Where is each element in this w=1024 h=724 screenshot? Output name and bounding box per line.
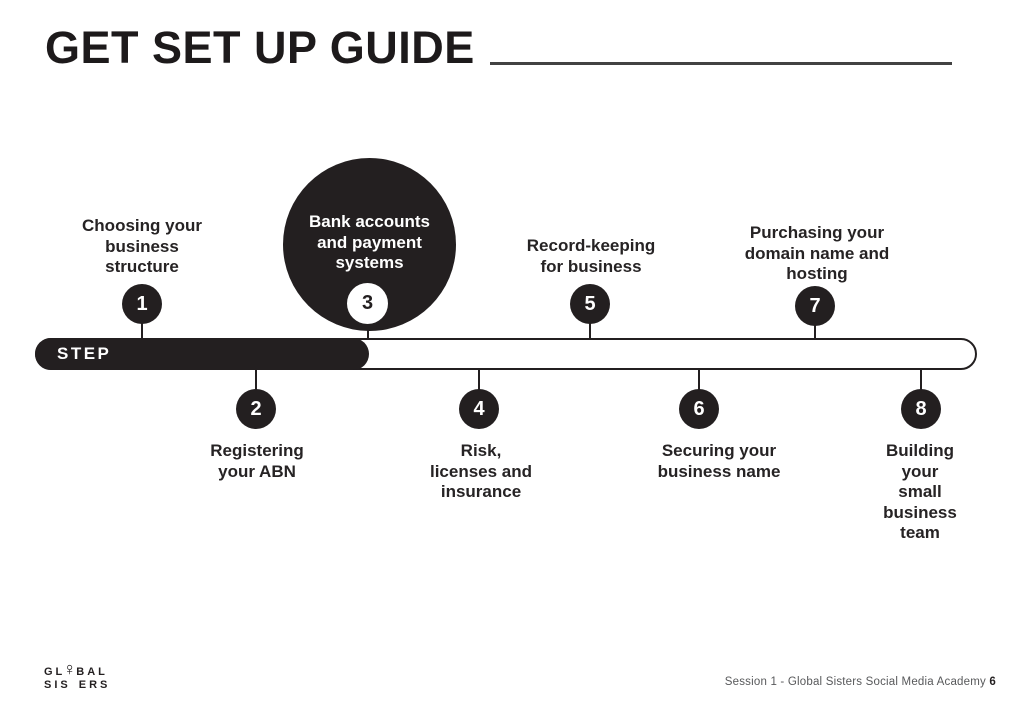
step-3-label: Bank accounts and payment systems bbox=[309, 212, 430, 272]
step-bar-progress: STEP bbox=[35, 338, 369, 370]
step-7-number-badge: 7 bbox=[795, 286, 835, 326]
step-3-connector bbox=[367, 329, 369, 340]
step-1-connector bbox=[141, 323, 143, 340]
step-5-connector bbox=[589, 323, 591, 340]
step-3-highlight-circle: Bank accounts and payment systems 3 bbox=[283, 158, 456, 331]
step-2-number-badge: 2 bbox=[236, 389, 276, 429]
step-5-number-badge: 5 bbox=[570, 284, 610, 324]
footer-session-text: Session 1 - Global Sisters Social Media … bbox=[724, 676, 996, 688]
step-8-number-badge: 8 bbox=[901, 389, 941, 429]
step-1-number-badge: 1 bbox=[122, 284, 162, 324]
step-5-label: Record-keeping for business bbox=[526, 236, 656, 276]
step-7-connector bbox=[814, 325, 816, 340]
female-symbol-icon: ♀ bbox=[63, 659, 77, 679]
step-4-label: Risk, licenses and insurance bbox=[429, 441, 533, 501]
step-2-label: Registering your ABN bbox=[210, 441, 304, 481]
step-8-label: Building your small business team bbox=[883, 441, 957, 542]
title-underline bbox=[490, 62, 952, 65]
step-4-number-badge: 4 bbox=[459, 389, 499, 429]
step-bar-label: STEP bbox=[57, 344, 112, 363]
step-2-connector bbox=[255, 369, 257, 390]
step-3-number-badge: 3 bbox=[347, 283, 388, 324]
step-8-connector bbox=[920, 369, 922, 390]
page-title: GET SET UP GUIDE bbox=[45, 22, 475, 73]
step-4-connector bbox=[478, 369, 480, 390]
step-7-label: Purchasing your domain name and hosting bbox=[744, 223, 890, 283]
page-number: 6 bbox=[989, 676, 996, 688]
step-6-label: Securing your business name bbox=[657, 441, 781, 481]
step-6-number-badge: 6 bbox=[679, 389, 719, 429]
step-6-connector bbox=[698, 369, 700, 390]
step-1-label: Choosing your business structure bbox=[82, 216, 202, 276]
